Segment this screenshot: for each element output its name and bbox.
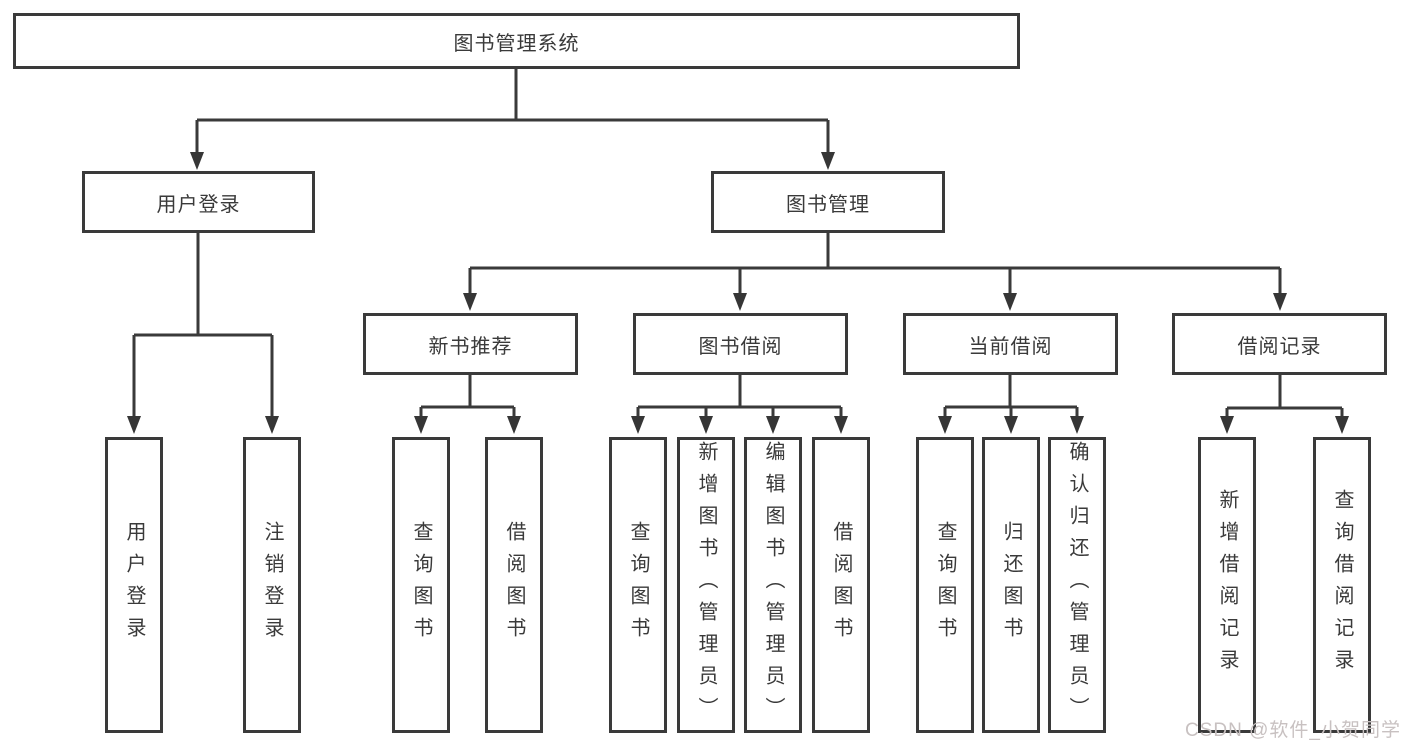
node-book-borrowing: 图书借阅 (633, 313, 848, 375)
leaf-logout: 注销登录 (243, 437, 301, 733)
node-borrowing-records: 借阅记录 (1172, 313, 1387, 375)
node-book-management: 图书管理 (711, 171, 945, 233)
leaf-label: 新增借阅记录 (1216, 489, 1238, 681)
leaf-label: 用户登录 (123, 521, 145, 649)
leaf-borrow-books: 借阅图书 (812, 437, 870, 733)
leaf-label: 借阅图书 (830, 521, 852, 649)
leaf-user-login: 用户登录 (105, 437, 163, 733)
leaf-return-books: 归还图书 (982, 437, 1040, 733)
leaf-edit-books-admin: 编辑图书（管理员） (744, 437, 802, 733)
leaf-label: 编辑图书（管理员） (762, 441, 784, 729)
leaf-label: 注销登录 (261, 521, 283, 649)
leaf-add-borrow-record: 新增借阅记录 (1198, 437, 1256, 733)
leaf-query-borrow-record: 查询借阅记录 (1313, 437, 1371, 733)
leaf-label: 查询图书 (627, 521, 649, 649)
node-new-book-recommend: 新书推荐 (363, 313, 578, 375)
leaf-label: 查询图书 (934, 521, 956, 649)
csdn-watermark: CSDN @软件_小贺同学 (1185, 720, 1401, 741)
leaf-confirm-return-admin: 确认归还（管理员） (1048, 437, 1106, 733)
leaf-label: 归还图书 (1000, 521, 1022, 649)
leaf-add-books-admin: 新增图书（管理员） (677, 437, 735, 733)
leaf-label: 确认归还（管理员） (1066, 441, 1088, 729)
node-current-borrowing: 当前借阅 (903, 313, 1118, 375)
leaf-label: 借阅图书 (503, 521, 525, 649)
arrowheads (127, 152, 1349, 434)
node-user-login: 用户登录 (82, 171, 315, 233)
leaf-label: 查询借阅记录 (1331, 489, 1353, 681)
leaf-borrow-books-recommend: 借阅图书 (485, 437, 543, 733)
leaf-label: 查询图书 (410, 521, 432, 649)
leaf-query-books-current: 查询图书 (916, 437, 974, 733)
node-library-system: 图书管理系统 (13, 13, 1020, 69)
leaf-query-books-borrowing: 查询图书 (609, 437, 667, 733)
leaf-query-books-recommend: 查询图书 (392, 437, 450, 733)
leaf-label: 新增图书（管理员） (695, 441, 717, 729)
